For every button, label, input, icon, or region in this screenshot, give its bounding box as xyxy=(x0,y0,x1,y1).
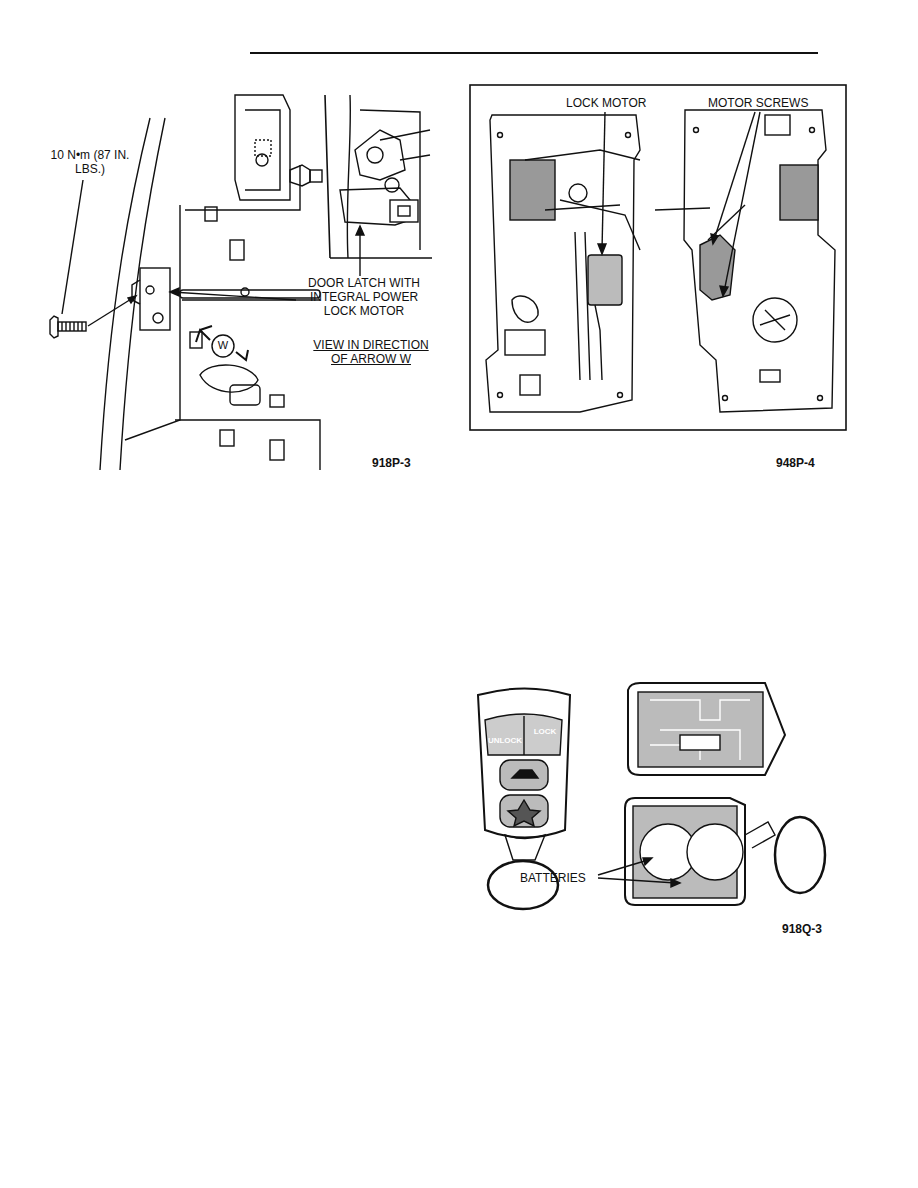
part-label: BATTERIES xyxy=(520,871,600,885)
latch-assembly-illustration xyxy=(470,85,846,430)
button-label: LOCK xyxy=(528,727,562,737)
button-label: UNLOCK xyxy=(486,736,524,746)
figure-number: 918P-3 xyxy=(372,456,432,470)
key-fob-illustration xyxy=(478,683,825,909)
figure-number: 918Q-3 xyxy=(782,922,842,936)
part-label: MOTOR SCREWS xyxy=(708,96,818,110)
part-label: LOCK MOTOR xyxy=(566,96,666,110)
torque-spec: 10 N•m (87 IN. LBS.) xyxy=(44,148,136,176)
view-arrow-letter: W xyxy=(216,339,230,352)
part-label: DOOR LATCH WITH INTEGRAL POWER LOCK MOTO… xyxy=(296,276,432,318)
figure-number: 948P-4 xyxy=(776,456,836,470)
view-note: VIEW IN DIRECTION OF ARROW W xyxy=(308,338,434,366)
header-rule xyxy=(250,52,818,54)
